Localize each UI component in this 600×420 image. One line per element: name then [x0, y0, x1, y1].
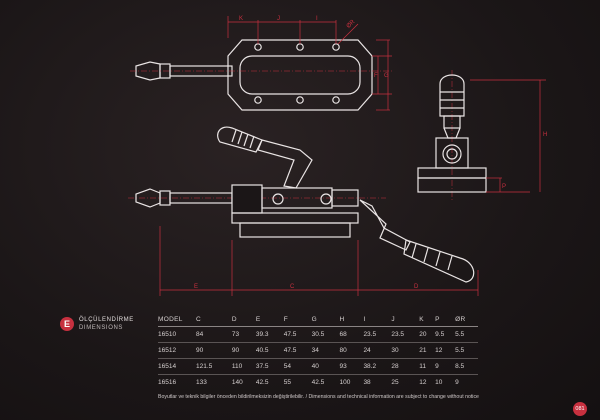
model-cell: 16510	[158, 326, 196, 343]
column-header: J	[391, 316, 420, 327]
dim-label-C: C	[290, 284, 295, 290]
dimension-cell: 140	[231, 379, 243, 386]
dim-label-P: P	[502, 184, 506, 190]
model-cell: 16516	[158, 379, 177, 386]
dimension-cell: 110	[231, 358, 256, 375]
column-header: H	[339, 316, 364, 327]
dim-label-G: G	[384, 73, 389, 79]
dimension-cell: 90	[196, 342, 232, 359]
column-header: I	[363, 316, 392, 327]
dimension-cell: 42.5	[311, 379, 325, 386]
dimension-cell: 20	[419, 326, 436, 343]
dimension-cell: 121.5	[196, 358, 232, 375]
dim-label-F: F	[374, 73, 378, 79]
dimension-cell: 68	[339, 326, 364, 343]
section-heading: E ÖLÇÜLENDİRME DIMENSIONS	[60, 317, 170, 337]
dimension-cell: 28	[391, 358, 420, 375]
dimension-cell: 23.5	[363, 326, 392, 343]
dim-label-J: J	[277, 16, 280, 22]
dim-label-I: I	[316, 16, 318, 22]
column-header: C	[196, 316, 232, 327]
top-view: K J I ØR F G	[130, 16, 392, 111]
dimension-cell: 5.5	[455, 326, 478, 343]
column-header: F	[283, 316, 312, 327]
dimension-cell: 10	[435, 379, 443, 386]
column-header: K	[419, 316, 436, 327]
dim-label-R: ØR	[346, 19, 357, 30]
dimension-cell: 54	[283, 358, 312, 375]
dimension-cell: 30.5	[311, 326, 340, 343]
dimension-cell: 30	[391, 342, 420, 359]
column-header: MODEL	[158, 316, 196, 327]
dimension-cell: 38.2	[363, 358, 392, 375]
dimension-cell: 55	[283, 379, 291, 386]
dimension-cell: 73	[231, 326, 256, 343]
dimension-cell: 47.5	[283, 342, 312, 359]
dimension-cell: 23.5	[391, 326, 420, 343]
dimension-cell: 47.5	[283, 326, 312, 343]
dimension-cell: 93	[339, 358, 364, 375]
technical-drawing: K J I ØR F G	[128, 16, 547, 296]
section-subtitle: DIMENSIONS	[79, 325, 124, 331]
table-row: 16516 133 140 42.5 55 42.5 100 38 25 12 10 9	[158, 375, 478, 391]
dimension-cell: 5.5	[455, 342, 478, 359]
column-header: ØR	[455, 316, 478, 327]
dimension-cell: 40.5	[255, 342, 284, 359]
dimension-cell: 39.3	[255, 326, 284, 343]
dimension-cell: 34	[311, 342, 340, 359]
dimension-cell: 84	[196, 326, 232, 343]
top-base-plate	[227, 39, 373, 111]
section-title: ÖLÇÜLENDİRME	[79, 317, 134, 323]
dimension-cell: 11	[419, 358, 436, 375]
dimension-cell: 90	[231, 342, 256, 359]
dim-label-D: D	[414, 284, 419, 290]
dimension-cell: 12	[419, 379, 427, 386]
dimension-cell: 9.5	[435, 326, 456, 343]
model-cell: 16512	[158, 342, 196, 359]
brand-logo-icon: E	[60, 317, 74, 331]
dim-label-H: H	[543, 132, 547, 138]
top-base-slot	[239, 55, 361, 95]
dimension-cell: 80	[339, 342, 364, 359]
dimension-cell: 100	[339, 379, 351, 386]
column-header: E	[255, 316, 284, 327]
dimension-cell: 12	[435, 342, 456, 359]
side-view: E C D	[128, 126, 479, 296]
dim-label-E: E	[194, 284, 198, 290]
dimension-cell: 9	[455, 379, 459, 386]
dimension-cell: 40	[311, 358, 340, 375]
column-header: P	[435, 316, 456, 327]
dimension-cell: 37.5	[255, 358, 284, 375]
dim-label-K: K	[239, 16, 243, 22]
dimension-cell: 25	[391, 379, 399, 386]
dimension-cell: 42.5	[255, 379, 269, 386]
column-header: D	[231, 316, 256, 327]
dimension-cell: 8.5	[455, 358, 478, 375]
page-number-badge: 081	[573, 402, 587, 416]
dimension-cell: 133	[196, 379, 207, 386]
dimension-cell: 21	[419, 342, 436, 359]
dimension-cell: 24	[363, 342, 392, 359]
dimension-cell: 38	[363, 379, 371, 386]
dimension-cell: 9	[435, 358, 456, 375]
end-view: P H	[417, 70, 547, 200]
model-cell: 16514	[158, 358, 196, 375]
disclaimer-text: Boyutlar ve teknik bilgiler önceden bild…	[158, 394, 479, 400]
column-header: G	[311, 316, 340, 327]
